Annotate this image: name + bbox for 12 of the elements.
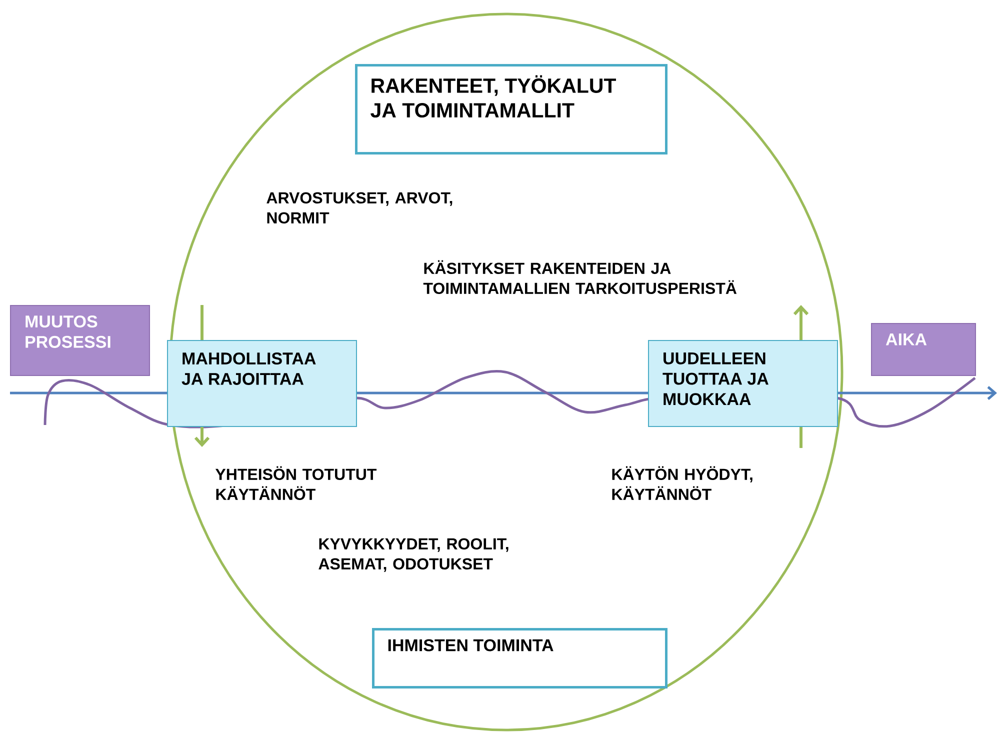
text-box: MAHDOLLISTAA JA RAJOITTAA xyxy=(167,340,357,427)
ellipse xyxy=(168,12,844,732)
text-box: AIKA xyxy=(871,323,976,376)
text-box: IHMISTEN TOIMINTA xyxy=(372,628,668,688)
text-box: MUUTOS PROSESSI xyxy=(10,305,150,376)
caption-text: KÄSITYKSET RAKENTEIDEN JA TOIMINTAMALLIEN TARKOITUSPERISTÄ xyxy=(423,260,737,294)
caption-text: YHTEISÖN TOTUTUT KÄYTÄNNÖT xyxy=(215,466,377,500)
text-box: UUDELLEEN TUOTTAA JA MUOKKAA xyxy=(648,340,838,427)
caption-text: KÄYTÖN HYÖDYT, KÄYTÄNNÖT xyxy=(612,466,752,500)
text-box: RAKENTEET, TYÖKALUT JA TOIMINTAMALLIT xyxy=(355,64,668,154)
caption-text: ARVOSTUKSET, ARVOT, NORMIT xyxy=(266,192,452,224)
caption-text: KYVYKKYYDET, ROOLIT, ASEMAT, ODOTUKSET xyxy=(318,538,508,572)
